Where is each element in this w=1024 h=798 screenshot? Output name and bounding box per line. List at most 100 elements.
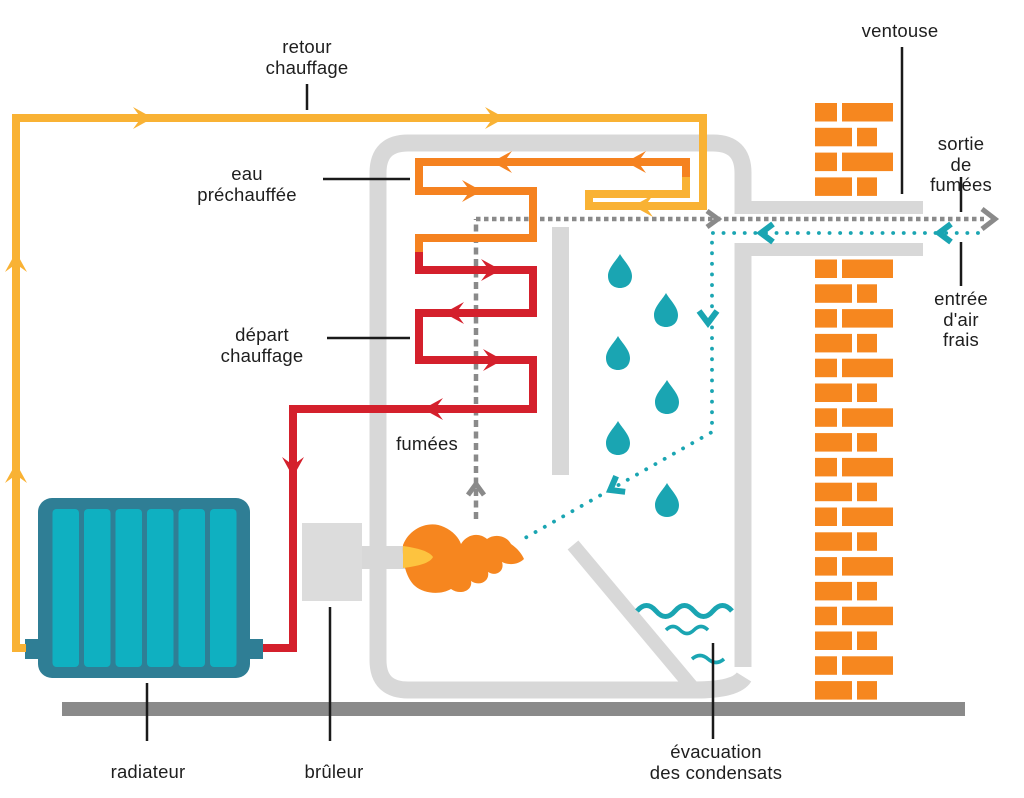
air-arrow-icon-2: [756, 221, 775, 245]
brick: [815, 433, 852, 452]
label-entree-air-frais: entrée d'air frais: [934, 288, 988, 351]
flow-arrow-icon-4: [423, 398, 443, 420]
boiler-inner-separator: [552, 227, 569, 475]
return-arrow-icon-4: [5, 463, 27, 483]
flow-arrow-icon-5: [282, 457, 304, 477]
label-leaders: [145, 47, 963, 741]
radiator-fin: [84, 509, 111, 667]
radiator-port-left: [25, 639, 39, 659]
label-retour-chauffage: retour chauffage: [265, 36, 349, 78]
return-arrow-icon-3: [5, 252, 27, 272]
label-fumees: fumées: [396, 433, 458, 454]
flue-right-arrow-icon: [705, 208, 723, 230]
label-depart-chauffage: départ chauffage: [220, 324, 304, 366]
fresh-air-line: [516, 221, 980, 544]
preheated-arrow-icon-1: [626, 151, 646, 173]
brick: [815, 103, 837, 122]
water-droplet-icon: [655, 483, 679, 517]
label-evacuation-condensats: évacuation des condensats: [649, 741, 783, 783]
air-arrow-icon-4: [605, 475, 626, 495]
return-arrow-icon-1: [133, 107, 153, 129]
flue-gas-line: [465, 207, 1000, 519]
radiator-fins: [52, 509, 237, 667]
boiler-outline: [369, 134, 752, 699]
brick: [815, 309, 837, 328]
water-droplet-icon: [655, 380, 679, 414]
brick: [842, 656, 893, 675]
flame-icon: [402, 524, 524, 593]
flue-up-arrow-icon: [465, 479, 487, 497]
brick: [842, 259, 893, 278]
condensate-wave-medium: [664, 624, 710, 636]
label-sortie-fumees: sortie de fumées: [930, 133, 992, 196]
water-droplet-icon: [606, 336, 630, 370]
brick: [842, 507, 893, 526]
burner-block: [302, 523, 362, 601]
water-droplet-icon: [606, 421, 630, 455]
brick: [842, 309, 893, 328]
label-radiateur: radiateur: [110, 761, 186, 782]
brick: [857, 482, 877, 502]
label-eau-prechauffee: eau préchauffée: [197, 163, 297, 205]
brick: [857, 127, 877, 147]
radiator-port-right: [249, 639, 263, 659]
brick: [815, 383, 852, 402]
condensate-wave-large: [635, 603, 734, 619]
flow-arrow-icon-2: [444, 302, 464, 324]
brick: [842, 103, 893, 122]
brick: [815, 656, 837, 675]
brick: [815, 532, 852, 551]
ventouse-duct: [738, 201, 923, 256]
label-ventouse: ventouse: [861, 20, 939, 41]
brick: [815, 259, 837, 278]
radiator-fin: [210, 509, 237, 667]
floor: [62, 702, 965, 716]
preheated-arrow-icon-2: [492, 151, 512, 173]
ventouse-duct-bottom: [738, 243, 923, 256]
brick: [815, 482, 852, 502]
condensate-water: [635, 603, 734, 665]
brick: [815, 333, 852, 353]
burner: [302, 523, 406, 601]
radiator-fin: [52, 509, 79, 667]
brick: [815, 408, 837, 427]
flame-outer: [402, 524, 524, 593]
brick: [815, 457, 837, 477]
brick: [857, 581, 877, 601]
brick: [857, 383, 877, 402]
brick: [842, 457, 893, 477]
brick: [815, 557, 837, 576]
brick: [815, 152, 837, 172]
flow-arrow-icon-1: [481, 259, 501, 281]
flame-inner: [403, 546, 433, 568]
air-arrow-icon-3: [696, 309, 720, 328]
return-arrow-icon-5: [633, 195, 653, 217]
flue-exit-arrow-icon: [980, 207, 1000, 231]
ventouse-duct-top: [738, 201, 923, 214]
brick: [857, 333, 877, 353]
radiator-fin: [178, 509, 205, 667]
radiator: [25, 498, 263, 678]
brick: [842, 557, 893, 576]
radiator-fin: [115, 509, 142, 667]
label-bruleur: brûleur: [304, 761, 364, 782]
boiler-body: [369, 134, 752, 699]
preheated-pipe: [415, 151, 690, 256]
water-droplet-icon: [654, 293, 678, 327]
burner-nozzle: [362, 546, 406, 569]
preheated-arrow-icon-3: [462, 180, 482, 202]
brick: [857, 631, 877, 650]
brick: [815, 507, 837, 526]
brick: [842, 152, 893, 172]
condensate-drain-pipe: [567, 540, 698, 692]
flow-pipe: [263, 252, 537, 652]
brick: [815, 358, 837, 378]
return-arrow-icon-2: [485, 107, 505, 129]
brick: [815, 581, 852, 601]
brick: [815, 127, 852, 147]
brick-chimney: [815, 103, 893, 700]
brick: [815, 284, 852, 303]
brick: [857, 681, 877, 700]
